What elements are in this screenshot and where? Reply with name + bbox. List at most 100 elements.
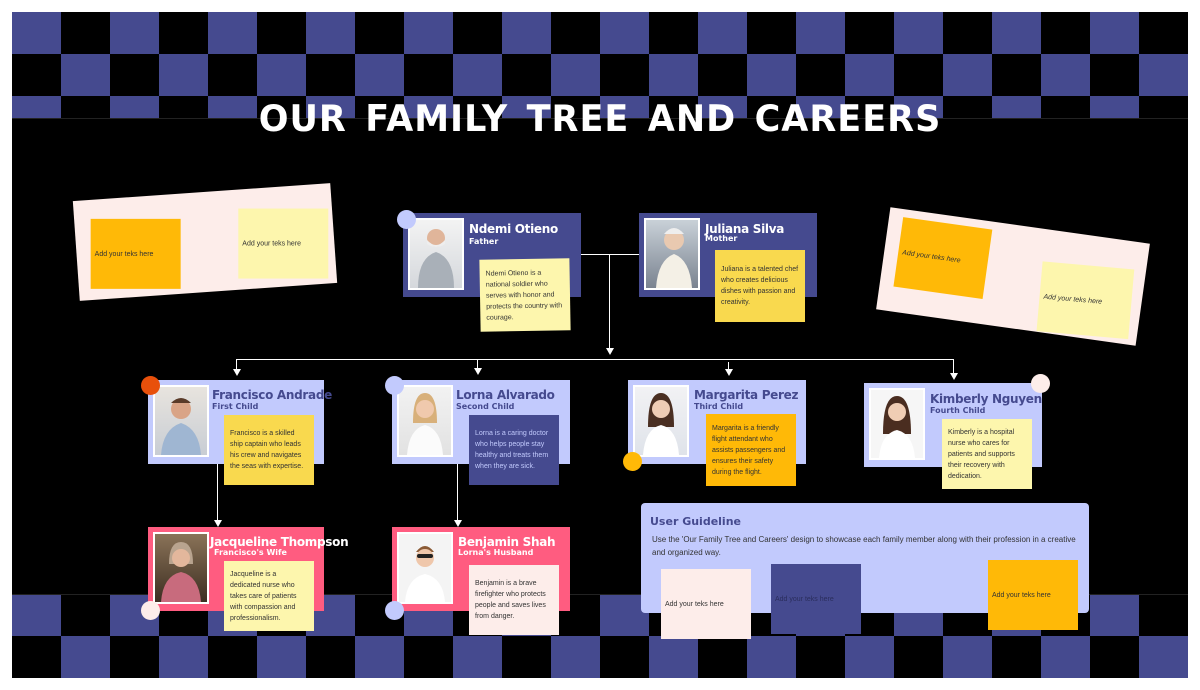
- card-father[interactable]: Ndemi Otieno Father: [403, 213, 581, 297]
- member-name: Jacqueline Thompson: [210, 535, 349, 549]
- career-note[interactable]: Francisco is a skilled ship captain who …: [224, 415, 314, 485]
- member-name: Francisco Andrade: [212, 388, 332, 402]
- career-text: Kimberly is a hospital nurse who cares f…: [948, 428, 1015, 480]
- member-role: Father: [469, 237, 499, 246]
- member-name: Ndemi Otieno: [469, 222, 558, 236]
- checker-cell: [61, 54, 110, 96]
- note-text: Add your teks here: [775, 595, 834, 603]
- career-note[interactable]: Kimberly is a hospital nurse who cares f…: [942, 419, 1032, 489]
- checker-cell: [110, 12, 159, 54]
- checker-cell: [600, 96, 649, 118]
- canvas-board: Our Family Tree and Careers Add your tek…: [12, 12, 1188, 678]
- checker-cell: [796, 636, 845, 678]
- checker-cell: [649, 96, 698, 118]
- checker-cell: [747, 12, 796, 54]
- checker-cell: [747, 636, 796, 678]
- career-note[interactable]: Lorna is a caring doctor who helps peopl…: [469, 415, 559, 485]
- checker-cell: [894, 54, 943, 96]
- checker-cell: [404, 12, 453, 54]
- checker-cell: [747, 54, 796, 96]
- checker-cell: [257, 12, 306, 54]
- checker-cell: [61, 594, 110, 636]
- band-divider-top: [12, 118, 1188, 119]
- checker-cell: [257, 96, 306, 118]
- sticky-note[interactable]: Add your teks here: [988, 560, 1078, 630]
- decor-panel-left[interactable]: Add your teks here Add your teks here: [72, 183, 338, 301]
- decor-dot: [385, 376, 404, 395]
- checker-cell: [1090, 96, 1139, 118]
- sticky-note[interactable]: Add your teks here: [238, 208, 329, 279]
- checker-cell: [551, 54, 600, 96]
- connector-child-2: [477, 359, 478, 371]
- checker-cell: [600, 54, 649, 96]
- checker-cell: [1139, 54, 1188, 96]
- decor-panel-right[interactable]: Add your teks here Add your teks here: [876, 207, 1150, 346]
- checker-cell: [1139, 96, 1188, 118]
- checker-cell: [257, 636, 306, 678]
- checker-cell: [61, 96, 110, 118]
- arrow-down-icon: [606, 348, 614, 355]
- checker-cell: [796, 54, 845, 96]
- member-name: Margarita Perez: [694, 388, 799, 402]
- note-text: Add your teks here: [1043, 293, 1103, 306]
- checker-cell: [845, 636, 894, 678]
- checker-cell: [796, 96, 845, 118]
- checker-cell: [453, 54, 502, 96]
- connector-child-3: [728, 362, 729, 372]
- checker-cell: [61, 12, 110, 54]
- checker-cell: [698, 12, 747, 54]
- checker-cell: [943, 12, 992, 54]
- checker-cell: [306, 96, 355, 118]
- career-note[interactable]: Ndemi Otieno is a national soldier who s…: [479, 258, 571, 332]
- sticky-note[interactable]: Add your teks here: [771, 564, 861, 634]
- checker-cell: [502, 636, 551, 678]
- checker-cell: [12, 594, 61, 636]
- sticky-note[interactable]: Add your teks here: [1036, 261, 1135, 340]
- checker-cell: [992, 54, 1041, 96]
- note-text: Add your teks here: [94, 250, 154, 258]
- checker-cell: [61, 636, 110, 678]
- checker-cell: [159, 54, 208, 96]
- sticky-note[interactable]: Add your teks here: [90, 218, 181, 289]
- checker-cell: [502, 54, 551, 96]
- connector-child-1: [236, 359, 237, 373]
- arrow-down-icon: [214, 520, 222, 527]
- note-text: Add your teks here: [242, 240, 302, 248]
- checker-cell: [1041, 636, 1090, 678]
- decor-dot: [623, 452, 642, 471]
- checker-cell: [306, 54, 355, 96]
- member-role: First Child: [212, 402, 259, 411]
- checker-cell: [992, 96, 1041, 118]
- checker-cell: [649, 54, 698, 96]
- career-note[interactable]: Margarita is a friendly flight attendant…: [706, 414, 796, 486]
- career-text: Lorna is a caring doctor who helps peopl…: [475, 430, 549, 470]
- career-note[interactable]: Benjamin is a brave firefighter who prot…: [469, 565, 559, 635]
- note-text: Add your teks here: [992, 591, 1051, 599]
- career-note[interactable]: Jacqueline is a dedicated nurse who take…: [224, 561, 314, 631]
- member-role: Second Child: [456, 402, 515, 411]
- checker-cell: [355, 12, 404, 54]
- checker-cell: [355, 54, 404, 96]
- page-title: Our Family Tree and Careers: [258, 82, 942, 144]
- checker-cell: [894, 12, 943, 54]
- sticky-note[interactable]: Add your teks here: [661, 569, 751, 639]
- checker-cell: [649, 636, 698, 678]
- career-note[interactable]: Juliana is a talented chef who creates d…: [715, 250, 805, 322]
- child-3-photo: [633, 385, 689, 457]
- career-text: Benjamin is a brave firefighter who prot…: [475, 580, 546, 620]
- checker-cell: [796, 12, 845, 54]
- checker-cell: [502, 96, 551, 118]
- sticky-note[interactable]: Add your teks here: [893, 217, 993, 299]
- member-role: Fourth Child: [930, 406, 986, 415]
- checker-cell: [208, 96, 257, 118]
- connector-parents-down: [609, 254, 610, 351]
- connector-spouse-1: [217, 464, 218, 522]
- checker-cell: [12, 96, 61, 118]
- checker-cell: [159, 12, 208, 54]
- decor-dot: [385, 601, 404, 620]
- checker-cell: [1139, 594, 1188, 636]
- checker-cell: [12, 54, 61, 96]
- career-text: Jacqueline is a dedicated nurse who take…: [230, 570, 297, 622]
- connector-child-4: [953, 359, 954, 375]
- checker-cell: [355, 636, 404, 678]
